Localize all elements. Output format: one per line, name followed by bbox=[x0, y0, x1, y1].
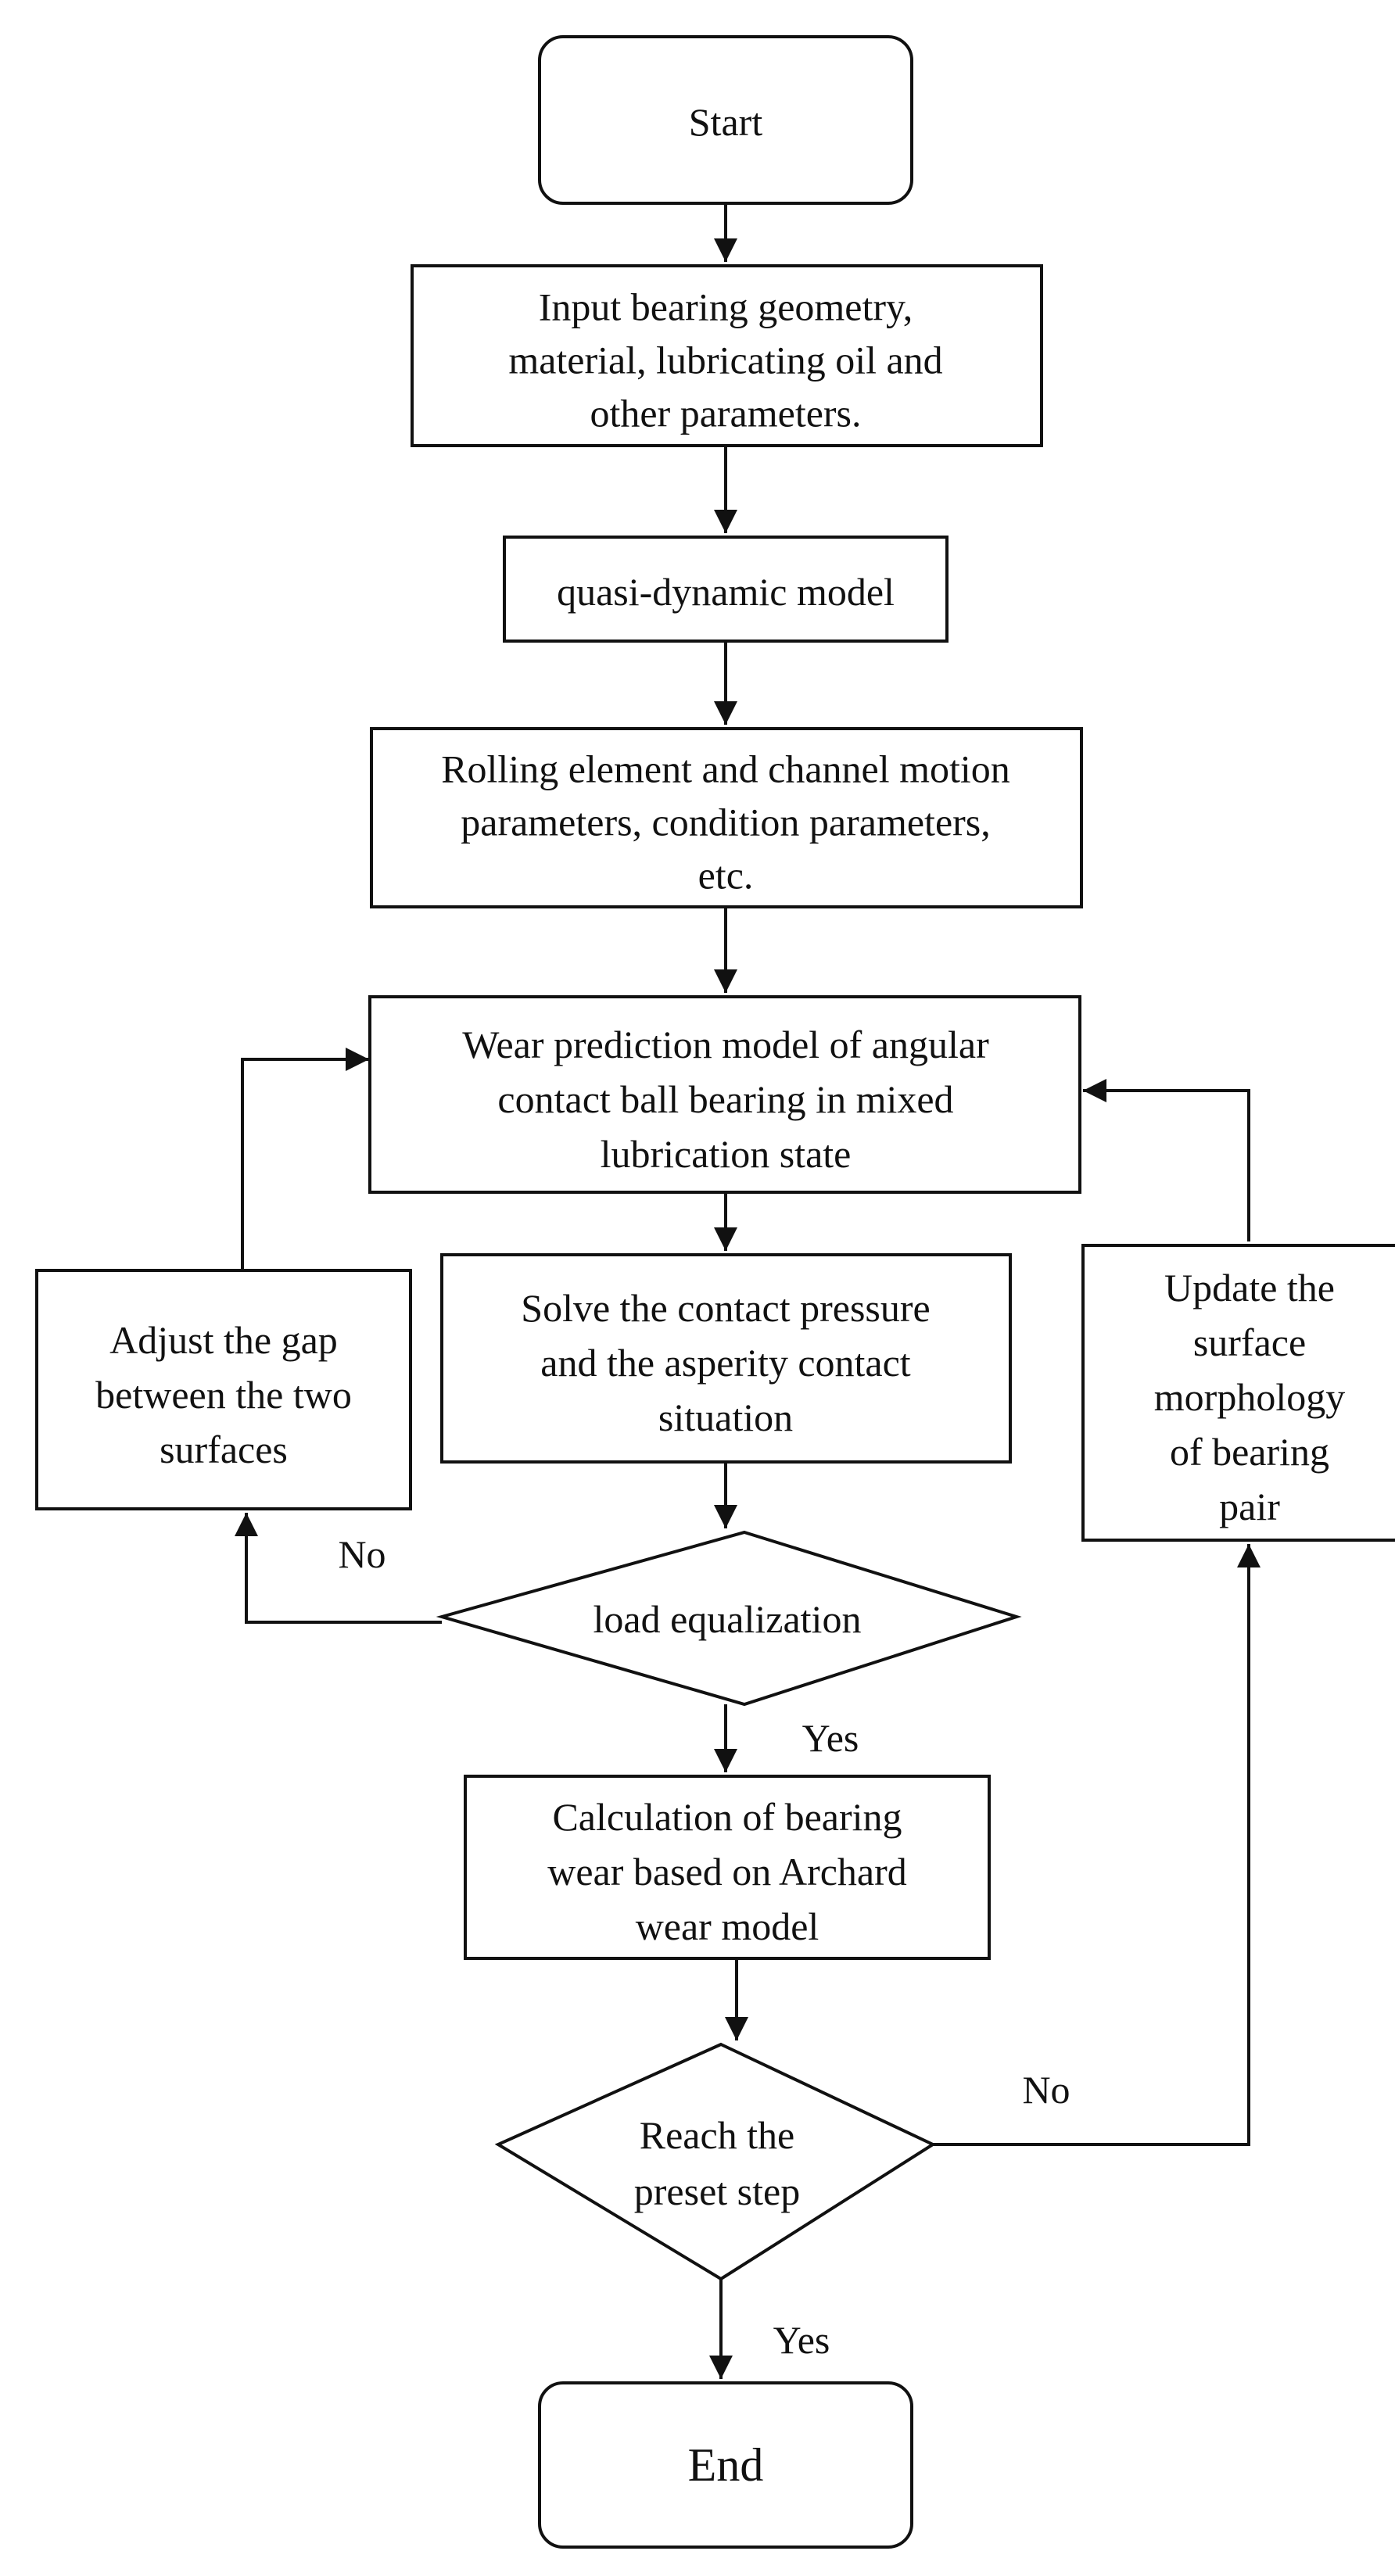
node-solve-contact: Solve the contact pressure and the asperi… bbox=[440, 1253, 1012, 1464]
text-line: Solve the contact pressure bbox=[521, 1286, 930, 1330]
reach-preset-step-decision bbox=[494, 2042, 937, 2281]
text-line: End bbox=[688, 2439, 764, 2491]
edge-labels: No Yes No Yes bbox=[338, 1532, 1070, 2362]
load-equalization-label: load equalization bbox=[594, 1597, 862, 1641]
text-line: Wear prediction model of angular bbox=[462, 1023, 989, 1066]
text-line: Reach the bbox=[640, 2113, 795, 2157]
rolling-parameters-label: Rolling element and channel motion parame… bbox=[441, 747, 1010, 897]
text-line: parameters, condition parameters, bbox=[461, 800, 991, 844]
edge-adjust-to-wear-model bbox=[241, 1048, 369, 1270]
text-line: situation bbox=[658, 1395, 793, 1439]
text-line: Calculation of bearing bbox=[552, 1795, 902, 1839]
wear-prediction-model-box bbox=[368, 995, 1081, 1194]
text-line: Start bbox=[689, 100, 763, 144]
node-update-surface: Update the surface morphology of bearing pai… bbox=[1081, 1244, 1395, 1542]
adjust-gap-label: Adjust the gap between the two surfaces bbox=[95, 1318, 352, 1471]
label-load-no: No bbox=[338, 1532, 386, 1576]
solve-contact-box bbox=[440, 1253, 1012, 1464]
rolling-parameters-box bbox=[370, 727, 1083, 908]
solve-contact-label: Solve the contact pressure and the asperi… bbox=[521, 1286, 930, 1439]
text-line: pair bbox=[1219, 1485, 1280, 1528]
text-line: Adjust the gap bbox=[109, 1318, 338, 1362]
text-line: surfaces bbox=[160, 1428, 288, 1471]
wear-prediction-model-label: Wear prediction model of angular contact … bbox=[462, 1023, 989, 1176]
text-line: material, lubricating oil and bbox=[508, 338, 942, 382]
edge-update-to-wear-model bbox=[1083, 1079, 1250, 1241]
start-terminal bbox=[538, 35, 913, 205]
start-label: Start bbox=[689, 100, 763, 144]
text-line: and the asperity contact bbox=[540, 1341, 911, 1385]
text-line: quasi-dynamic model bbox=[557, 570, 895, 614]
text-line: lubrication state bbox=[601, 1132, 852, 1176]
text-line: load equalization bbox=[594, 1597, 862, 1641]
archard-calculation-box bbox=[464, 1775, 991, 1960]
input-parameters-box bbox=[411, 264, 1043, 447]
text-line: between the two bbox=[95, 1373, 352, 1417]
update-surface-box bbox=[1081, 1244, 1395, 1542]
quasi-dynamic-model-box bbox=[503, 536, 949, 643]
text-line: etc. bbox=[698, 853, 754, 897]
nodes: Start Input bearing geometry, material, l… bbox=[35, 35, 1395, 2549]
label-reach-no: No bbox=[1022, 2068, 1070, 2112]
input-parameters-label: Input bearing geometry, material, lubrica… bbox=[508, 285, 942, 435]
reach-preset-step-label: Reach the preset step bbox=[634, 2113, 800, 2213]
adjust-gap-box bbox=[35, 1269, 412, 1510]
text-line: Input bearing geometry, bbox=[539, 285, 913, 328]
node-wear-prediction-model: Wear prediction model of angular contact … bbox=[368, 995, 1081, 1194]
text-line: Update the bbox=[1164, 1266, 1335, 1309]
text-line: morphology bbox=[1154, 1375, 1345, 1419]
node-end: End bbox=[538, 2381, 913, 2549]
archard-calculation-label: Calculation of bearing wear based on Arch… bbox=[547, 1795, 907, 1948]
quasi-dynamic-model-label: quasi-dynamic model bbox=[557, 570, 895, 614]
text-line: preset step bbox=[634, 2169, 800, 2213]
edge-load-no-to-adjust bbox=[235, 1513, 442, 1624]
text-line: contact ball bearing in mixed bbox=[497, 1077, 953, 1121]
text-line: wear based on Archard bbox=[547, 1850, 907, 1893]
end-label: End bbox=[688, 2439, 764, 2491]
node-archard-calculation: Calculation of bearing wear based on Arch… bbox=[464, 1775, 991, 1960]
text-line: Rolling element and channel motion bbox=[441, 747, 1010, 790]
text-line: other parameters. bbox=[590, 391, 861, 435]
node-input-parameters: Input bearing geometry, material, lubrica… bbox=[411, 264, 1043, 447]
text-line: wear model bbox=[636, 1904, 819, 1948]
edges bbox=[235, 203, 1261, 2379]
text-line: of bearing bbox=[1170, 1430, 1329, 1474]
node-load-equalization: load equalization bbox=[436, 1530, 1022, 1707]
label-load-yes: Yes bbox=[802, 1716, 859, 1760]
load-equalization-decision bbox=[436, 1530, 1022, 1707]
node-reach-preset-step: Reach the preset step bbox=[494, 2042, 937, 2281]
node-rolling-parameters: Rolling element and channel motion parame… bbox=[370, 727, 1083, 908]
node-quasi-dynamic-model: quasi-dynamic model bbox=[503, 536, 949, 643]
update-surface-label: Update the surface morphology of bearing pai… bbox=[1154, 1266, 1345, 1528]
node-adjust-gap: Adjust the gap between the two surfaces bbox=[35, 1269, 412, 1510]
end-terminal bbox=[538, 2381, 913, 2549]
edge-reach-no-to-update bbox=[933, 1544, 1261, 2146]
node-start: Start bbox=[538, 35, 913, 205]
label-reach-yes: Yes bbox=[773, 2318, 830, 2362]
text-line: surface bbox=[1193, 1320, 1306, 1364]
